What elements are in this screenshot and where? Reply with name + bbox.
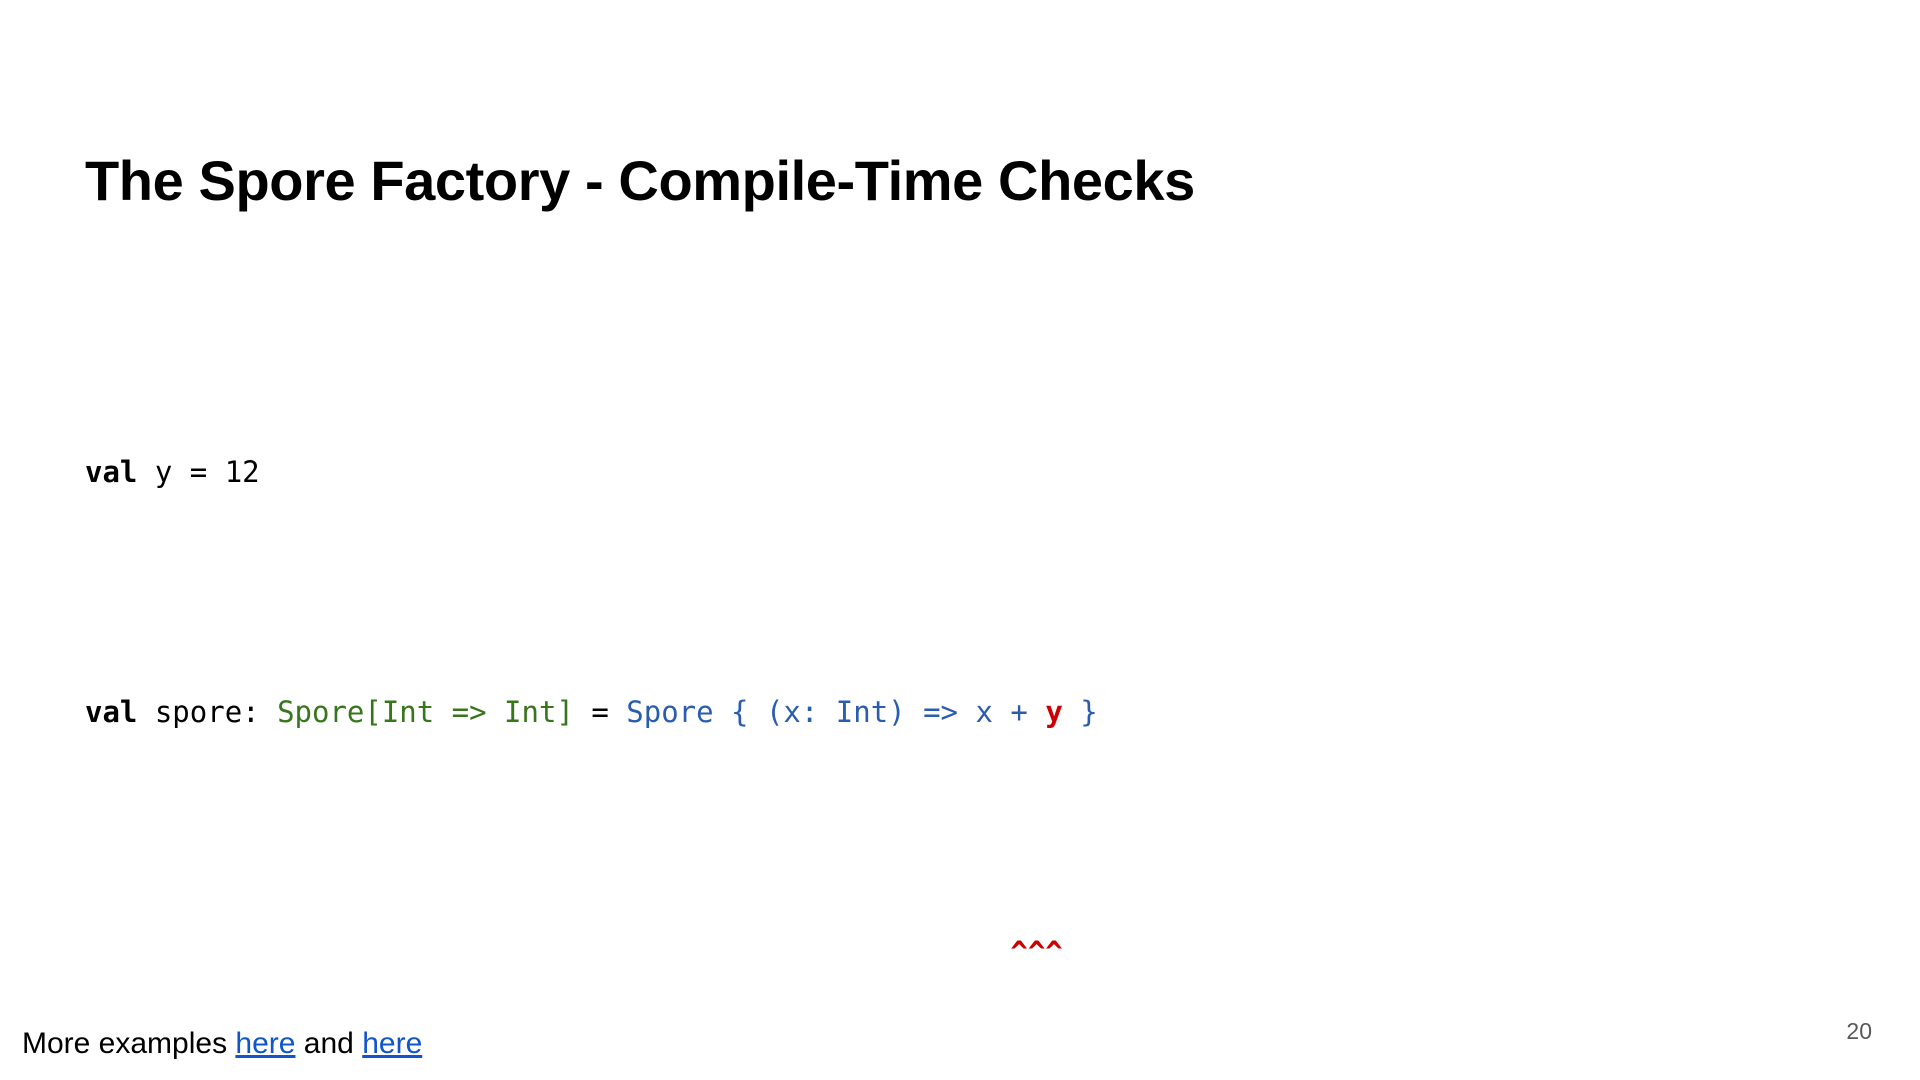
keyword-val-1: val: [85, 455, 138, 489]
footer-note: More examples here and here: [22, 1027, 422, 1061]
expression-head: Spore { (x: Int) => x +: [626, 695, 1046, 729]
error-caret-marker: val spore: Spore[Int => Int] = Spore { (…: [85, 922, 1098, 969]
code-line-1-rest: y = 12: [137, 455, 260, 489]
expression-tail: }: [1062, 695, 1098, 729]
keyword-val-2: val: [85, 695, 138, 729]
code-line-1: val y = 12: [85, 442, 1098, 502]
captured-variable: y: [1045, 695, 1063, 729]
type-annotation: Spore[Int => Int]: [277, 695, 574, 729]
code-block: val y = 12 val spore: Spore[Int => Int] …: [85, 262, 1098, 1080]
footer-link-here-1[interactable]: here: [235, 1027, 296, 1060]
caret-glyphs: ^^^: [1010, 935, 1063, 969]
assignment-operator: =: [573, 695, 627, 729]
footer-link-here-2[interactable]: here: [362, 1027, 423, 1060]
footer-prefix-text: More examples: [22, 1027, 236, 1060]
identifier-spore: spore:: [137, 695, 278, 729]
page-number: 20: [1846, 1018, 1872, 1044]
footer-middle-text: and: [295, 1027, 363, 1060]
code-line-2: val spore: Spore[Int => Int] = Spore { (…: [85, 682, 1098, 742]
page-title: The Spore Factory - Compile-Time Checks: [85, 148, 1195, 212]
